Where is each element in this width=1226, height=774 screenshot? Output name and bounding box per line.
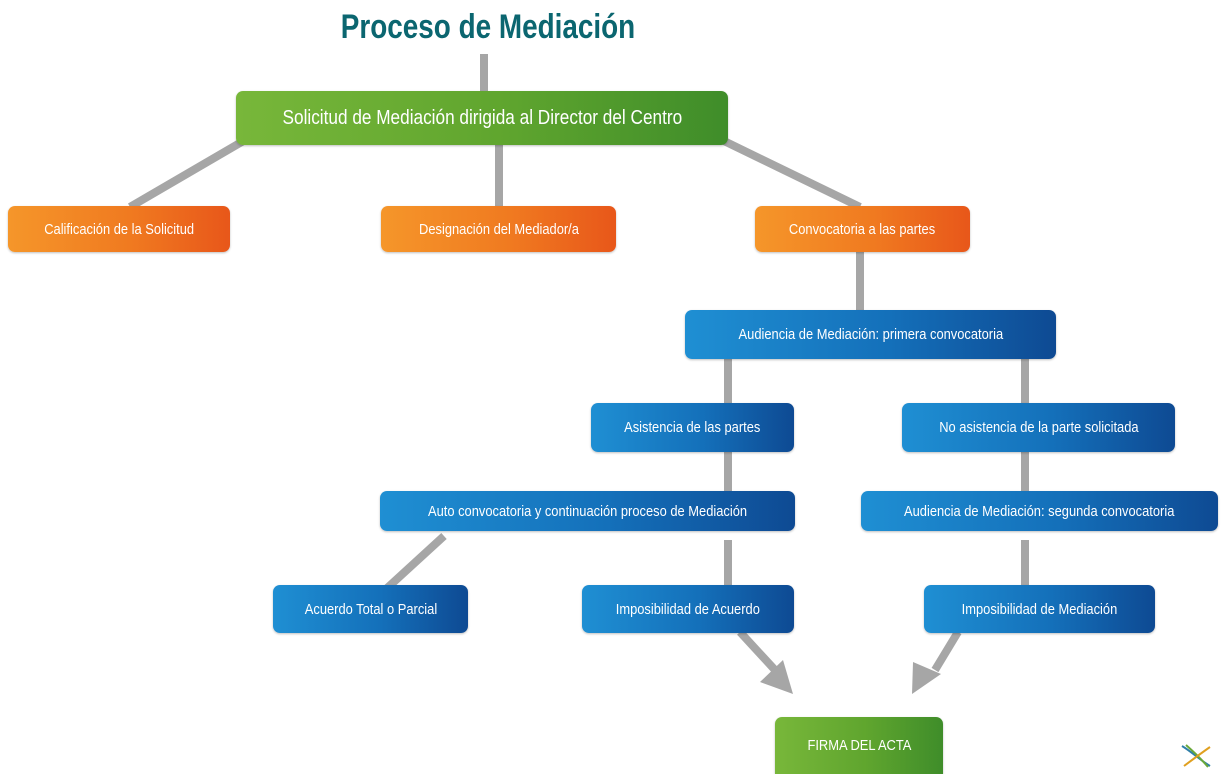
imposibilidad-acuerdo-node: Imposibilidad de Acuerdo [582,585,794,633]
firma-label: FIRMA DEL ACTA [807,737,911,754]
calificacion-node: Calificación de la Solicitud [8,206,230,252]
audiencia-primera-node: Audiencia de Mediación: primera convocat… [685,310,1056,359]
no-asistencia-node: No asistencia de la parte solicitada [902,403,1175,452]
acuerdo-label: Acuerdo Total o Parcial [304,600,437,618]
acuerdo-node: Acuerdo Total o Parcial [273,585,468,633]
solicitud-label: Solicitud de Mediación dirigida al Direc… [282,106,682,129]
imposibilidad-acuerdo-label: Imposibilidad de Acuerdo [615,600,761,618]
auto-convocatoria-label: Auto convocatoria y continuación proceso… [427,502,748,520]
convocatoria-node: Convocatoria a las partes [755,206,970,252]
firma-node: FIRMA DEL ACTA [775,717,943,774]
asistencia-node: Asistencia de las partes [591,403,794,452]
audiencia-segunda-label: Audiencia de Mediación: segunda convocat… [904,502,1175,520]
imposibilidad-mediacion-node: Imposibilidad de Mediación [924,585,1155,633]
calificacion-label: Calificación de la Solicitud [44,220,194,238]
audiencia-primera-label: Audiencia de Mediación: primera convocat… [738,326,1003,343]
asistencia-label: Asistencia de las partes [624,419,761,436]
solicitud-node: Solicitud de Mediación dirigida al Direc… [236,91,728,145]
auto-convocatoria-node: Auto convocatoria y continuación proceso… [380,491,795,531]
convocatoria-label: Convocatoria a las partes [789,220,936,238]
audiencia-segunda-node: Audiencia de Mediación: segunda convocat… [861,491,1218,531]
imposibilidad-mediacion-label: Imposibilidad de Mediación [961,600,1118,618]
no-asistencia-label: No asistencia de la parte solicitada [938,419,1139,436]
page-title: Proceso de Mediación [340,8,636,46]
designacion-label: Designación del Mediador/a [418,220,579,238]
crossed-lines-logo-icon [1181,744,1211,768]
designacion-node: Designación del Mediador/a [381,206,616,252]
